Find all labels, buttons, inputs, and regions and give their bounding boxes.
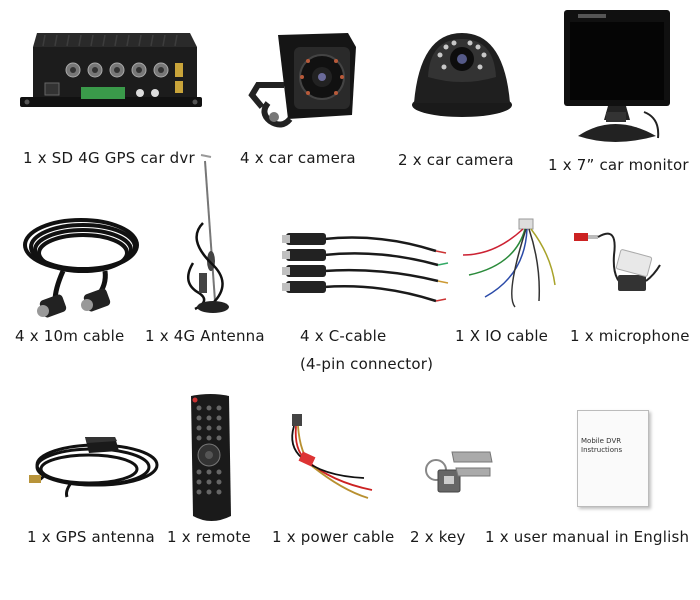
item-c-cable: 4 x C-cable (4-pin connector) (280, 225, 450, 380)
power-cable-image (291, 414, 373, 499)
4g-antenna-image (186, 154, 229, 313)
item-label: 4 x 10m cable (15, 327, 125, 345)
car-camera-image (248, 33, 356, 128)
item-io-cable: 1 X IO cable (455, 215, 565, 350)
manual-cover-title: Mobile DVR Instructions (581, 437, 623, 454)
item-car-monitor: 1 x 7” car monitor (548, 8, 698, 174)
cable-coil-image (23, 218, 139, 318)
item-dvr: 1 x SD 4G GPS car dvr (15, 25, 205, 167)
item-car-camera-bullet: 4 x car camera (238, 25, 368, 167)
item-label: 2 x car camera (398, 151, 514, 169)
dvr-unit-image (20, 33, 202, 107)
item-label: 1 x 7” car monitor (548, 156, 689, 174)
item-sublabel: (4-pin connector) (300, 355, 434, 373)
item-label: 1 x 4G Antenna (145, 327, 265, 345)
microphone-image (574, 232, 661, 291)
item-10m-cable: 4 x 10m cable (15, 215, 145, 350)
dome-camera-image (412, 33, 512, 117)
item-label: 1 x GPS antenna (27, 528, 155, 546)
gps-antenna-image (29, 437, 159, 498)
keys-image (425, 451, 493, 493)
item-label: 1 X IO cable (455, 327, 549, 345)
item-label: 4 x C-cable (300, 327, 387, 345)
item-label: 1 x remote (167, 528, 251, 546)
item-label: 2 x key (410, 528, 466, 546)
io-cable-image (462, 218, 556, 308)
item-power-cable: 1 x power cable (272, 410, 407, 555)
item-user-manual: Mobile DVR Instructions 1 x user manual … (485, 410, 700, 555)
item-microphone: 1 x microphone (568, 215, 698, 350)
user-manual-image: Mobile DVR Instructions (577, 410, 649, 507)
item-label: 1 x SD 4G GPS car dvr (23, 149, 195, 167)
c-cable-image (282, 233, 449, 303)
item-label: 4 x car camera (240, 149, 356, 167)
item-remote: 1 x remote (165, 392, 265, 557)
item-4g-antenna: 1 x 4G Antenna (145, 153, 275, 353)
item-gps-antenna: 1 x GPS antenna (25, 425, 160, 555)
car-monitor-image (564, 10, 670, 142)
remote-control-image (191, 394, 231, 521)
item-car-camera-dome: 2 x car camera (398, 25, 520, 169)
item-keys: 2 x key (410, 440, 493, 555)
item-label: 1 x microphone (570, 327, 690, 345)
item-label: 1 x user manual in English (485, 528, 690, 546)
item-label: 1 x power cable (272, 528, 395, 546)
